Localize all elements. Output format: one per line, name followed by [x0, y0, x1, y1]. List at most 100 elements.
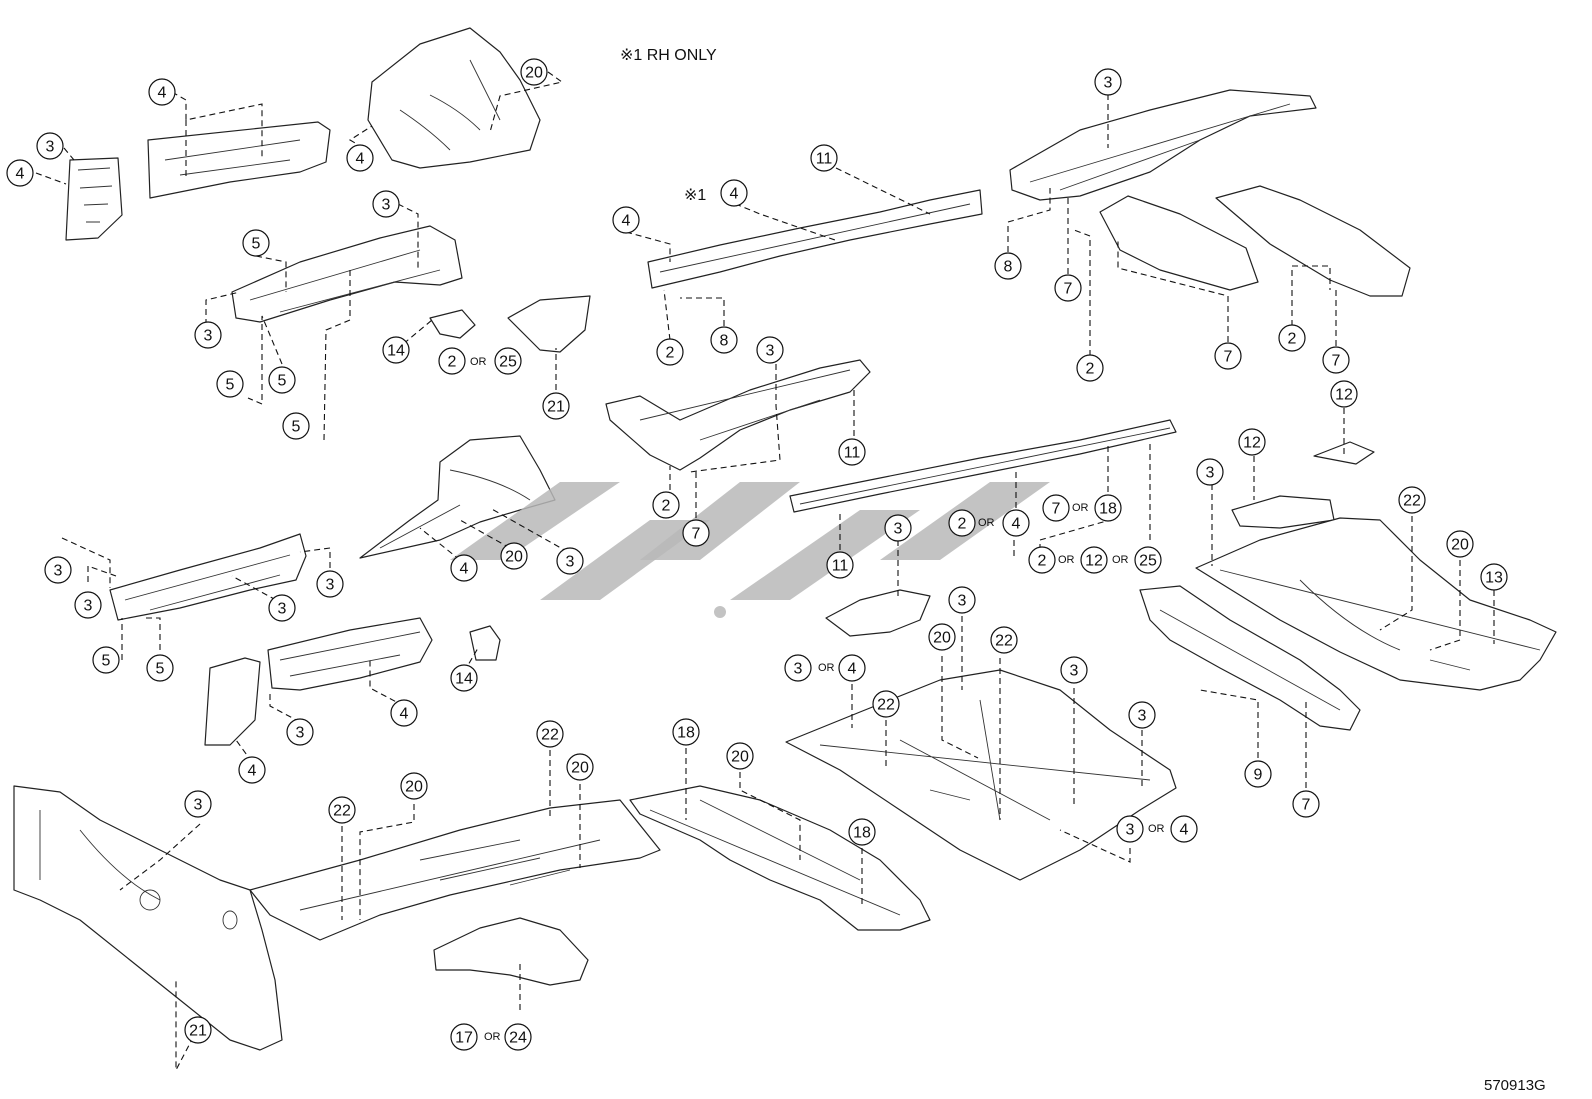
part-bracket-21 [507, 295, 591, 353]
callout-14: 14 [450, 664, 478, 692]
callout-number: 12 [1335, 387, 1353, 404]
callout-number: 20 [1451, 537, 1469, 554]
callout-number: 18 [1099, 501, 1117, 518]
callout-number: 20 [731, 749, 749, 766]
callout-number: 7 [1052, 501, 1061, 518]
callout-number: 3 [894, 521, 903, 538]
callout-number: 3 [958, 593, 967, 610]
callout-number: 3 [766, 343, 775, 360]
callout-number: 3 [278, 601, 287, 618]
callout-22: 22 [872, 690, 900, 718]
or-text: OR [1148, 823, 1165, 835]
callout-7: 7 [1054, 274, 1082, 302]
ref-mark-1: ※1 [684, 187, 706, 204]
callout-number: 3 [84, 598, 93, 615]
callout-2: 2 [1278, 324, 1306, 352]
callout-18: 18 [1094, 494, 1122, 522]
callout-number: 11 [844, 445, 861, 462]
callout-3: 3 [286, 718, 314, 746]
callout-number: 4 [460, 561, 469, 578]
callout-number: 2 [1038, 553, 1047, 570]
callout-21: 21 [184, 1016, 212, 1044]
callout-number: 3 [566, 554, 575, 571]
callout-number: 8 [1004, 259, 1013, 276]
callout-number: 7 [1224, 349, 1233, 366]
callout-3: 3 [556, 547, 584, 575]
callout-3: 3 [316, 570, 344, 598]
callout-4: 4 [346, 144, 374, 172]
callout-number: 25 [1139, 553, 1157, 570]
callout-number: 4 [622, 213, 631, 230]
callout-number: 5 [292, 419, 301, 436]
callout-25: 25 [494, 347, 522, 375]
callout-20: 20 [520, 58, 548, 86]
callout-number: 20 [525, 65, 543, 82]
callout-number: 24 [509, 1030, 527, 1047]
callout-3: 3 [194, 321, 222, 349]
callout-number: 2 [666, 345, 675, 362]
or-text: OR [1058, 554, 1075, 566]
part-center-floor-pan [785, 669, 1177, 881]
part-rear-floor-pan [1195, 517, 1557, 691]
callout-3: 3 [756, 336, 784, 364]
callout-number: 3 [1104, 75, 1113, 92]
callout-3: 3 [268, 594, 296, 622]
callout-3: 3 [1196, 458, 1224, 486]
callout-number: 5 [278, 373, 287, 390]
or-text: OR [818, 662, 835, 674]
callout-number: 2 [958, 516, 967, 533]
callout-2: 2 [1076, 354, 1104, 382]
part-front-side-member [231, 225, 463, 323]
callout-number: 20 [505, 549, 523, 566]
callout-2: 2 [652, 491, 680, 519]
callout-number: 3 [296, 725, 305, 742]
callout-22: 22 [1398, 486, 1426, 514]
part-tunnel-member [647, 189, 983, 289]
callout-12: 12 [1330, 380, 1358, 408]
callout-number: 3 [46, 139, 55, 156]
callout-number: 4 [400, 706, 409, 723]
callout-11: 11 [810, 144, 838, 172]
or-text: OR [470, 356, 487, 368]
callout-25: 25 [1134, 546, 1162, 574]
callout-3: 3 [44, 556, 72, 584]
part-floor-crossmember [605, 359, 871, 471]
callout-number: 5 [226, 377, 235, 394]
callout-number: 5 [252, 236, 261, 253]
or-text: OR [1112, 554, 1129, 566]
part-rear-end-panel [1139, 585, 1361, 731]
callout-5: 5 [146, 654, 174, 682]
callout-21: 21 [542, 392, 570, 420]
callout-3: 3 [1116, 815, 1144, 843]
callout-4: 4 [720, 179, 748, 207]
callout-4: 4 [1002, 509, 1030, 537]
callout-20: 20 [1446, 530, 1474, 558]
callout-number: 4 [848, 661, 857, 678]
part-small-bracket [65, 157, 123, 241]
callout-number: 2 [1086, 361, 1095, 378]
callout-20: 20 [566, 753, 594, 781]
part-bracket-14 [429, 309, 476, 339]
part-bracket-14b [469, 625, 501, 661]
callout-number: 22 [333, 803, 351, 820]
callout-number: 7 [1302, 797, 1311, 814]
callout-3: 3 [884, 514, 912, 542]
part-upper-apron-reinforcement [147, 121, 331, 199]
callout-number: 25 [499, 354, 517, 371]
callout-3: 3 [36, 132, 64, 160]
callout-number: 12 [1085, 553, 1103, 570]
callout-number: 12 [1243, 435, 1261, 452]
callout-5: 5 [216, 370, 244, 398]
part-floor-reinforcement [433, 917, 589, 986]
callout-number: 3 [326, 577, 335, 594]
callout-2: 2 [438, 347, 466, 375]
callout-20: 20 [928, 623, 956, 651]
callout-4: 4 [390, 699, 418, 727]
callout-3: 3 [184, 790, 212, 818]
callout-4: 4 [238, 756, 266, 784]
callout-number: 4 [1012, 516, 1021, 533]
diagram-code: 570913G [1484, 1077, 1546, 1094]
callout-number: 22 [877, 697, 895, 714]
callout-number: 22 [1403, 493, 1421, 510]
callout-20: 20 [500, 542, 528, 570]
